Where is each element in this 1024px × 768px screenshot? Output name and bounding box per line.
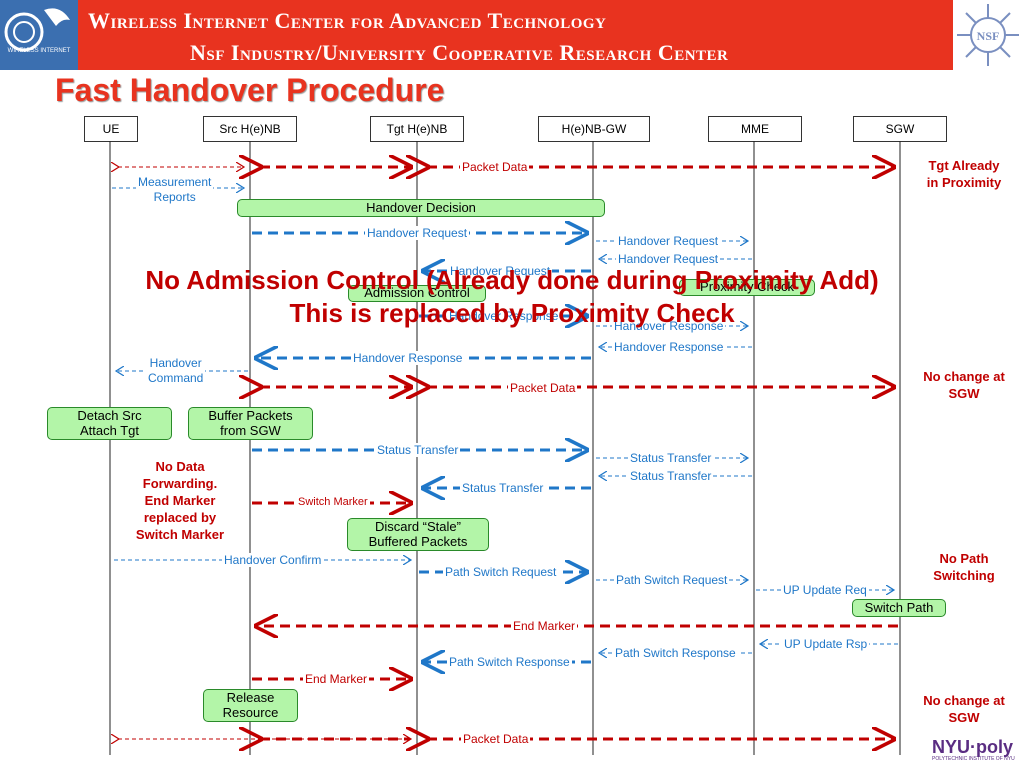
nsf-logo: NSF — [953, 0, 1024, 70]
label-packet-data-3: Packet Data — [461, 732, 531, 746]
label-handover-request-3: Handover Request — [616, 252, 721, 266]
label-status-transfer-1: Status Transfer — [375, 443, 461, 457]
note-tgt-already: Tgt Already in Proximity — [926, 158, 1002, 190]
entity-henb-gw: H(e)NB-GW — [538, 116, 650, 142]
release-resource-box: Release Resource — [203, 689, 298, 722]
label-handover-request-1: Handover Request — [365, 226, 470, 240]
label-handover-response-2: Handover Response — [612, 319, 726, 333]
note-no-change-sgw-2: No change at SGW — [923, 693, 1005, 725]
entity-src-henb: Src H(e)NB — [203, 116, 297, 142]
entity-sgw: SGW — [853, 116, 947, 142]
note-no-change-sgw-1: No change at SGW — [923, 369, 1005, 401]
header-line2: Nsf Industry/University Cooperative Rese… — [190, 40, 729, 65]
label-up-update-req: UP Update Req — [781, 583, 869, 597]
detach-attach-box: Detach Src Attach Tgt — [47, 407, 172, 440]
header-line1: Wireless Internet Center for Advanced Te… — [88, 8, 607, 33]
label-handover-confirm: Handover Confirm — [222, 553, 324, 567]
nsf-logo-text: NSF — [977, 29, 1000, 43]
label-handover-response-3: Handover Response — [612, 340, 726, 354]
label-packet-data-2: Packet Data — [508, 381, 578, 395]
discard-stale-box: Discard “Stale” Buffered Packets — [347, 518, 489, 551]
label-up-update-rsp: UP Update Rsp — [782, 637, 870, 651]
label-status-transfer-4: Status Transfer — [460, 481, 546, 495]
label-path-switch-response-2: Path Switch Response — [447, 655, 572, 669]
nyu-poly-logo-text: NYU·poly — [932, 737, 1013, 757]
label-packet-data-1: Packet Data — [460, 160, 530, 174]
label-switch-marker: Switch Marker — [296, 496, 370, 508]
label-handover-request-2: Handover Request — [616, 234, 721, 248]
nyu-poly-logo: NYU·poly POLYTECHNIC INSTITUTE OF NYU — [932, 738, 1024, 768]
overlay-line2: This is replaced by Proximity Check — [289, 298, 735, 328]
label-handover-command: Handover Command — [146, 356, 206, 386]
label-end-marker-2: End Marker — [303, 672, 370, 686]
header-banner — [0, 0, 1024, 70]
label-handover-response-1: Handover Response — [447, 309, 561, 323]
label-measurement-reports: Measurement Reports — [136, 175, 214, 205]
handover-decision-box: Handover Decision — [237, 199, 605, 217]
slide-title: Fast Handover Procedure — [55, 72, 445, 108]
proximity-check-box: Proximity Check — [679, 279, 815, 296]
label-handover-response-4: Handover Response — [351, 351, 465, 365]
wicat-logo-text: WIRELESS INTERNET — [8, 48, 71, 54]
entity-tgt-henb: Tgt H(e)NB — [370, 116, 464, 142]
entity-mme: MME — [708, 116, 802, 142]
label-end-marker-1: End Marker — [511, 619, 578, 633]
entity-ue: UE — [84, 116, 138, 142]
note-no-path-switching: No Path Switching — [933, 551, 995, 583]
wicat-logo: WIRELESS INTERNET — [0, 0, 78, 70]
overlay-line1: No Admission Control (Already done durin… — [145, 265, 879, 295]
buffer-packets-box: Buffer Packets from SGW — [188, 407, 313, 440]
label-path-switch-request-2: Path Switch Request — [614, 573, 730, 587]
label-handover-request-4: Handover Request — [448, 264, 553, 278]
label-status-transfer-2: Status Transfer — [628, 451, 714, 465]
label-path-switch-request-1: Path Switch Request — [443, 565, 559, 579]
admission-control-box: Admission Control — [348, 285, 486, 302]
label-path-switch-response-1: Path Switch Response — [613, 646, 738, 660]
note-no-data-forwarding: No Data Forwarding. End Marker replaced … — [135, 459, 225, 542]
switch-path-box: Switch Path — [852, 599, 946, 617]
nyu-poly-logo-subtext: POLYTECHNIC INSTITUTE OF NYU — [932, 756, 1015, 762]
label-status-transfer-3: Status Transfer — [628, 469, 714, 483]
